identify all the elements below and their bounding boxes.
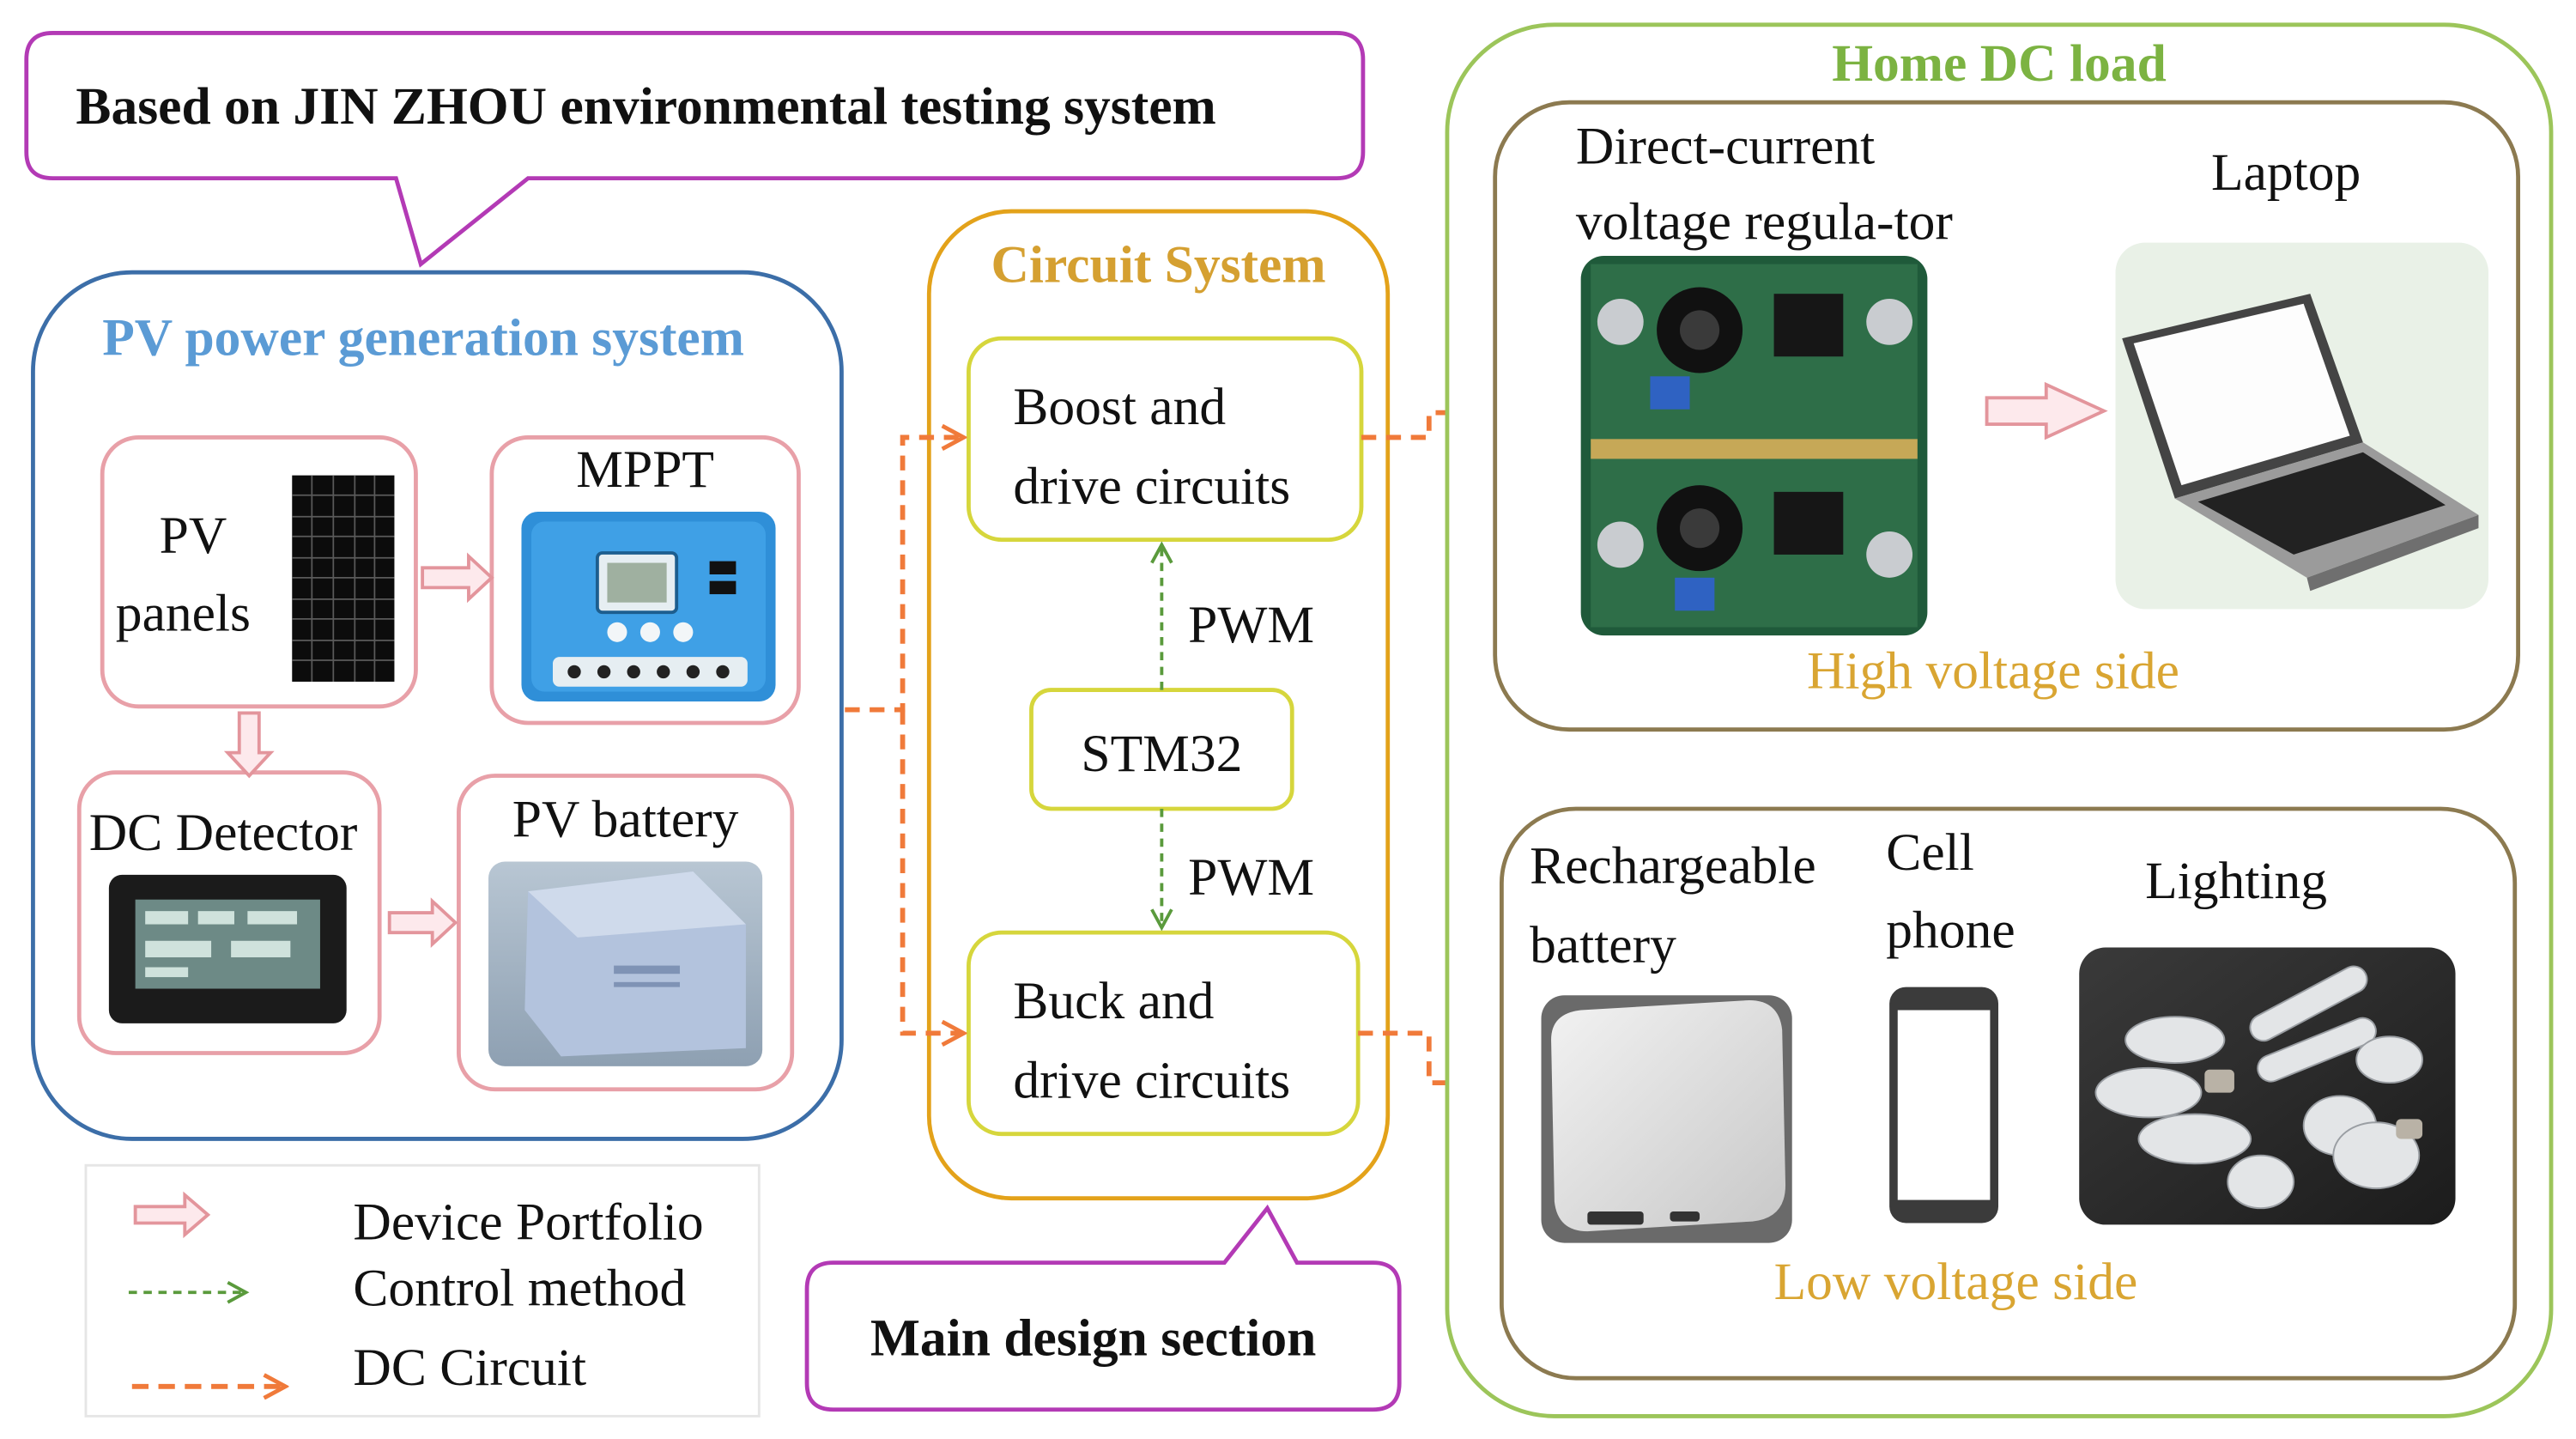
boost-label-line2: drive circuits [1013, 455, 1291, 515]
top-callout [24, 31, 1366, 268]
stm32-label: STM32 [1081, 723, 1243, 783]
pv-battery-icon [488, 861, 763, 1066]
solar-panel-icon [292, 475, 395, 682]
rechargeable-label-line1: Rechargeable [1530, 835, 1816, 895]
pv-panels-label-line2: panels [115, 582, 251, 642]
cell-phone-icon [1889, 987, 1999, 1223]
bottom-callout-text: Main design section [870, 1307, 1317, 1367]
dc-detector-label: DC Detector [88, 802, 358, 862]
circuit-system-title: Circuit System [991, 234, 1326, 294]
boost-label-line1: Boost and [1013, 376, 1227, 436]
laptop-icon [2115, 242, 2488, 610]
laptop-label: Laptop [2211, 142, 2361, 202]
legend-device-arrow [133, 1191, 211, 1239]
pv-system-title: PV power generation system [102, 307, 744, 367]
regulator-label-line1: Direct-current [1575, 115, 1876, 175]
regulator-label-line2: voltage regula-tor [1575, 191, 1953, 252]
top-callout-text: Based on JIN ZHOU environmental testing … [76, 76, 1216, 136]
voltage-regulator-icon [1580, 255, 1928, 636]
buck-label-line2: drive circuits [1013, 1049, 1291, 1109]
dc-detector-icon [108, 874, 347, 1023]
cell-phone-label-line2: phone [1886, 899, 2015, 959]
bottom-callout [804, 1204, 1402, 1412]
pwm-bottom-label: PWM [1188, 847, 1315, 907]
legend-dc-label: DC Circuit [353, 1337, 587, 1397]
cell-phone-label-line1: Cell [1886, 822, 1974, 882]
power-bank-icon [1541, 995, 1792, 1243]
lighting-icon [2079, 947, 2456, 1225]
regulator-to-laptop-arrow [1985, 381, 2108, 440]
pv-battery-label: PV battery [512, 788, 739, 849]
pv-panels-label-line1: PV [159, 505, 227, 565]
buck-label-line1: Buck and [1013, 970, 1215, 1030]
mppt-controller-icon [521, 511, 776, 702]
pwm-top-label: PWM [1188, 594, 1315, 654]
device-portfolio-arrows [223, 552, 494, 949]
home-load-title: Home DC load [1832, 33, 2167, 93]
high-voltage-label: High voltage side [1807, 640, 2179, 701]
boost-box [967, 336, 1364, 543]
lighting-label: Lighting [2145, 850, 2328, 910]
low-voltage-label: Low voltage side [1773, 1251, 2138, 1311]
legend-device-label: Device Portfolio [353, 1191, 704, 1252]
mppt-label: MPPT [576, 439, 715, 499]
rechargeable-label-line2: battery [1530, 914, 1676, 975]
legend-control-label: Control method [353, 1257, 687, 1318]
